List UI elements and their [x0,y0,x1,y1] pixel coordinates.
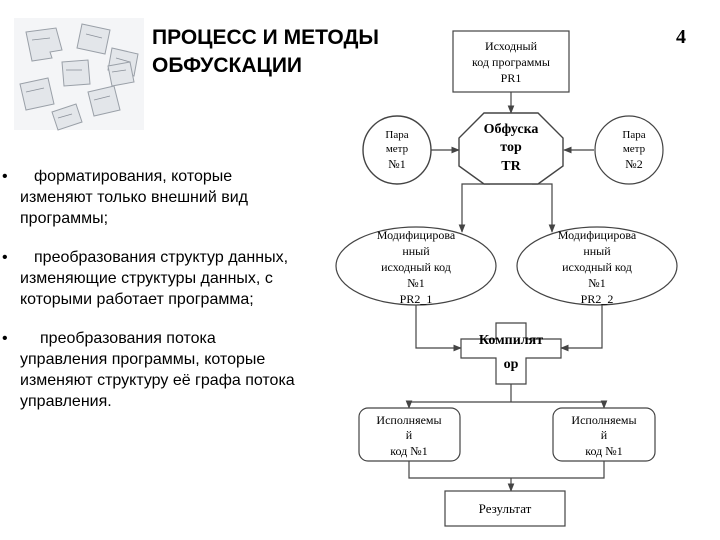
source-code-line: код программы [472,55,550,69]
param2-line: №2 [625,157,642,171]
modified1-line: PR2_1 [400,292,433,306]
page-number: 4 [676,26,686,48]
param2-line: метр [623,143,646,155]
modified1-line: Модифицирова [377,228,456,242]
exec2-line: й [601,428,608,442]
result-label: Результат [479,501,532,516]
modified1-line: нный [402,244,430,258]
slide-title: ПРОЦЕСС И МЕТОДЫ ОБФУСКАЦИИ [152,24,442,80]
compiler-cross: Компилят ор [460,322,562,385]
parameter-1-circle: Пара метр №1 [362,115,432,185]
obfuscator-octagon: Обфуска тор TR [458,112,564,185]
bullet-line: управления. [20,393,112,410]
bullet-line: изменяют структуру её графа потока [20,372,295,389]
modified2-line: исходный код [562,260,632,274]
bullet-line: программы; [20,210,109,227]
param1-line: Пара [385,129,408,141]
compiler-line: Компилят [479,333,543,348]
bullet-item: преобразования потока управления програм… [2,328,344,412]
obfuscator-line: Обфуска [484,122,539,137]
modified2-line: Модифицирова [558,228,637,242]
modified2-line: PR2_2 [581,292,614,306]
source-code-box: Исходный код программы PR1 [452,30,570,93]
puzzle-pieces-illustration [14,18,144,131]
bullet-item: форматирования, которые изменяют только … [2,166,344,229]
compiler-line: ор [504,357,519,372]
modified-code-2-ellipse: Модифицирова нный исходный код №1 PR2_2 [516,226,678,306]
executable-1-box: Исполняемы й код №1 [358,407,461,462]
exec2-line: код №1 [585,444,622,458]
modified1-line: исходный код [381,260,451,274]
bullet-line: форматирования, которые [34,168,233,185]
param2-line: Пара [622,129,645,141]
modified1-line: №1 [407,276,424,290]
exec1-line: код №1 [390,444,427,458]
bullet-item: преобразования структур данных, изменяющ… [2,247,344,310]
obfuscator-line: TR [501,159,521,174]
bullet-line: управления программы, которые [20,351,266,368]
exec1-line: Исполняемы [376,413,441,427]
obfuscator-line: тор [500,140,522,155]
modified2-line: нный [583,244,611,258]
bullet-line: изменяющие структуры данных, с [20,270,273,287]
executable-2-box: Исполняемы й код №1 [552,407,656,462]
bullet-line: изменяют только внешний вид [20,189,248,206]
bullet-list: форматирования, которые изменяют только … [2,166,344,430]
bullet-line: которыми работает программа; [20,291,254,308]
exec1-line: й [406,428,413,442]
parameter-2-circle: Пара метр №2 [594,115,664,185]
param1-line: №1 [388,157,405,171]
bullet-line: преобразования структур данных, [34,249,289,266]
modified-code-1-ellipse: Модифицирова нный исходный код №1 PR2_1 [335,226,497,306]
modified2-line: №1 [588,276,605,290]
param1-line: метр [386,143,409,155]
title-line-2: ОБФУСКАЦИИ [152,54,303,77]
source-code-line: Исходный [485,39,538,53]
result-box: Результат [444,490,566,527]
title-line-1: ПРОЦЕСС И МЕТОДЫ [152,26,379,49]
exec2-line: Исполняемы [571,413,636,427]
source-code-line: PR1 [501,71,522,85]
bullet-line: преобразования потока [40,330,216,347]
